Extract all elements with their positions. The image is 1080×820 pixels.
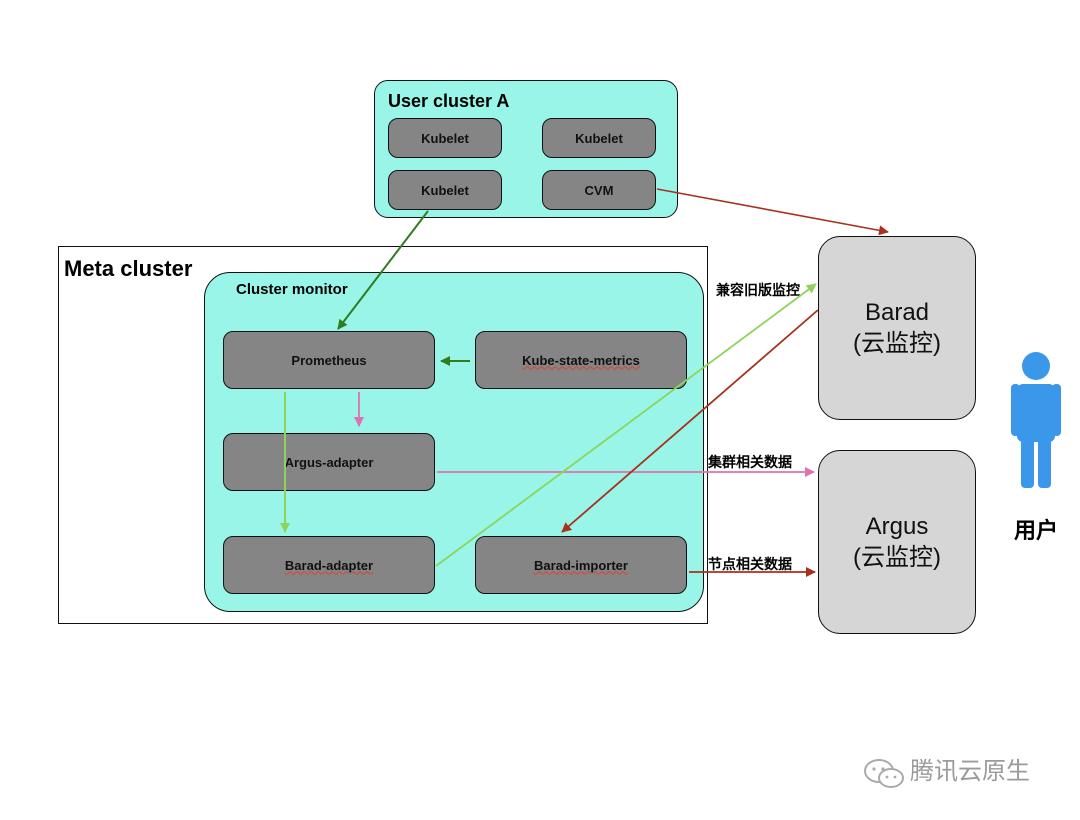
prometheus-node: Prometheus xyxy=(223,331,435,389)
meta-cluster-title: Meta cluster xyxy=(64,256,193,281)
argus-service: Argus (云监控) xyxy=(818,450,976,634)
argus-subtitle: (云监控) xyxy=(853,544,941,571)
arrow-barad-to-barad-importer xyxy=(561,309,819,533)
kubelet-node-1: Kubelet xyxy=(388,118,502,158)
arrow-kubelet-to-prometheus xyxy=(337,210,429,330)
barad-adapter-label: Barad-adapter xyxy=(284,557,374,573)
kube-state-metrics-label: Kube-state-metrics xyxy=(522,352,640,368)
barad-adapter-node: Barad-adapter xyxy=(223,536,435,594)
arrow-barad-adapter-to-barad xyxy=(435,283,817,567)
compat-monitoring-label: 兼容旧版监控 xyxy=(716,282,800,298)
kubelet-node-2: Kubelet xyxy=(542,118,656,158)
watermark-text: 腾讯云原生 xyxy=(910,758,1030,785)
kube-state-metrics-node: Kube-state-metrics xyxy=(475,331,687,389)
wechat-icon xyxy=(864,759,904,788)
person-icon xyxy=(1011,352,1061,488)
user-cluster-title: User cluster A xyxy=(388,91,510,111)
cluster-data-label: 集群相关数据 xyxy=(708,454,792,470)
argus-name: Argus xyxy=(865,512,929,540)
node-data-label: 节点相关数据 xyxy=(708,556,792,572)
barad-importer-label: Barad-importer xyxy=(534,557,628,573)
barad-subtitle: (云监控) xyxy=(853,330,941,357)
kubelet-node-3: Kubelet xyxy=(388,170,502,210)
cluster-monitor-title: Cluster monitor xyxy=(236,281,348,298)
barad-importer-node: Barad-importer xyxy=(475,536,687,594)
barad-name: Barad xyxy=(864,298,930,326)
argus-adapter-node: Argus-adapter xyxy=(223,433,435,491)
user-label: 用户 xyxy=(1014,518,1059,543)
cvm-node: CVM xyxy=(542,170,656,210)
barad-service: Barad (云监控) xyxy=(818,236,976,420)
arrow-cvm-to-barad xyxy=(656,188,889,236)
